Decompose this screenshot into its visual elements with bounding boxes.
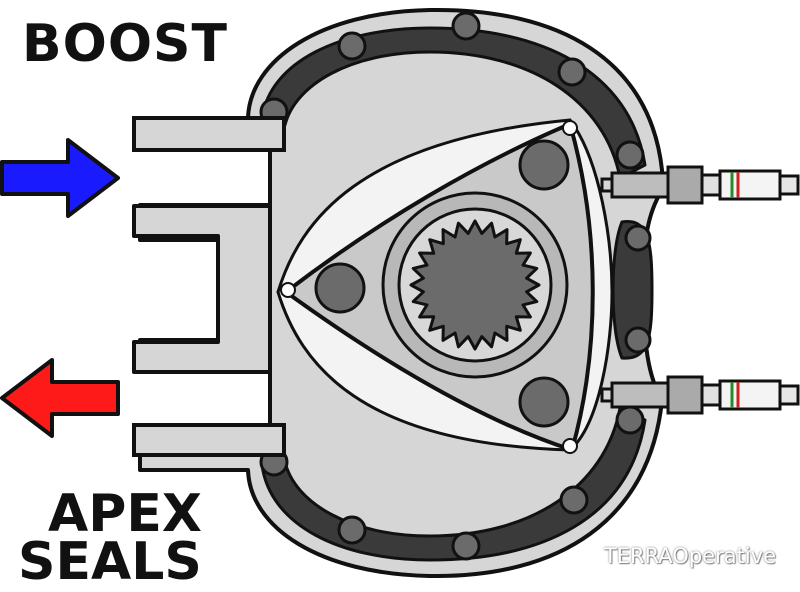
apex-seal	[562, 120, 578, 136]
rotor	[280, 120, 595, 454]
bolt	[624, 326, 652, 354]
bolt	[451, 531, 481, 561]
housing-bolts	[226, 11, 652, 561]
spark-plug-icon	[600, 375, 800, 415]
bolt	[337, 31, 367, 61]
bolt	[615, 405, 645, 435]
bolt	[337, 515, 367, 545]
intake-port-bottom	[132, 423, 286, 457]
seals-label: SEALS	[18, 532, 202, 592]
apex-seal	[280, 282, 296, 298]
apex-seal	[562, 438, 578, 454]
apex-label: APEX	[48, 484, 202, 544]
bolt	[615, 140, 645, 170]
stationary-gear	[409, 219, 541, 351]
artist-credit: TERRAOperative	[603, 544, 776, 568]
intake-port-top	[132, 116, 286, 152]
bolt	[451, 11, 481, 41]
spark-plug-icon	[600, 165, 800, 205]
bolt	[557, 57, 587, 87]
housing-band-top	[260, 26, 647, 180]
ports	[132, 116, 286, 457]
left-arrow-icon	[0, 358, 120, 438]
bolt	[559, 485, 589, 515]
right-arrow-icon	[0, 138, 120, 218]
boost-label: BOOST	[22, 14, 228, 74]
rotor-pocket	[518, 376, 570, 428]
rotor-pocket	[518, 139, 570, 191]
bolt	[624, 224, 652, 252]
side-port-bracket	[132, 204, 272, 374]
housing-band-bottom	[260, 406, 647, 562]
rotor-pocket	[314, 262, 366, 314]
